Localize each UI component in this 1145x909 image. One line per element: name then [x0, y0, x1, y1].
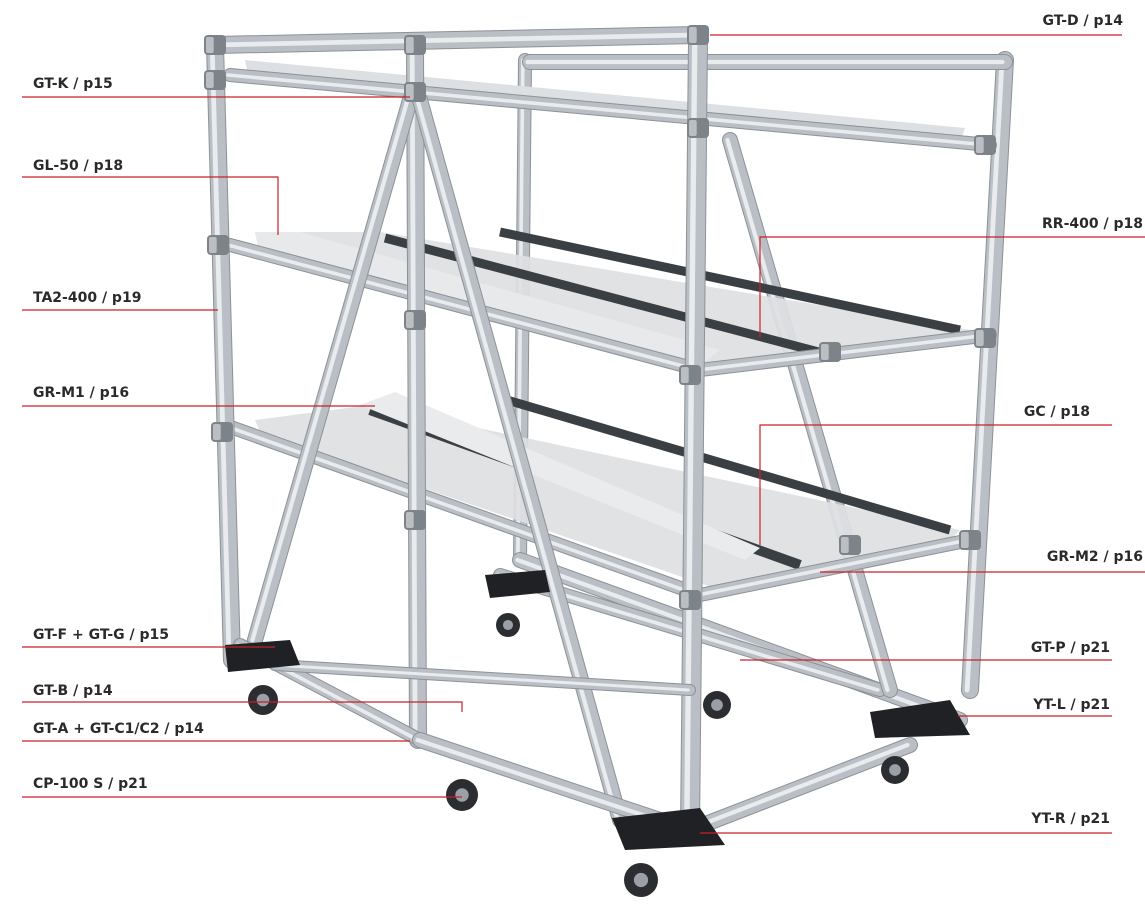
tube-joint-16-shine — [821, 344, 829, 360]
tube-joint-9-shine — [681, 367, 689, 383]
leader-line-gt-b — [22, 701, 463, 712]
tube-joint-2-shine — [406, 37, 414, 53]
tube-joint-13-shine — [976, 137, 984, 153]
caster-front-right-hub — [633, 872, 649, 888]
callout-label-gr-m1: GR-M1 / p16 — [33, 385, 130, 401]
callout-leader-lines — [22, 34, 1145, 834]
a-frame-right-leg — [413, 93, 627, 827]
foot-back-left — [485, 570, 550, 598]
tube-joint-6-shine — [689, 120, 697, 136]
tube-joint-17-shine — [841, 537, 849, 553]
callout-label-cp-100-s: CP-100 S / p21 — [33, 776, 148, 792]
middle-shelf-left-rail-highlight — [226, 243, 700, 372]
top-front-rail-highlight — [209, 32, 698, 48]
callout-label-gt-d: GT-D / p14 — [1042, 13, 1123, 29]
gl-50-guide-rail — [255, 232, 720, 365]
bottom-shelf-front-rail-highlight — [696, 538, 970, 597]
a-frame-right-leg-highlight — [415, 97, 620, 823]
center-left-post-highlight — [409, 42, 418, 743]
callout-label-gt-f-gt-g: GT-F + GT-G / p15 — [33, 627, 169, 643]
tube-joint-12-shine — [681, 592, 689, 608]
callout-label-gr-m2: GR-M2 / p16 — [1046, 549, 1143, 565]
leader-line-rr-400 — [759, 236, 1145, 338]
leader-line-gl-50 — [22, 176, 279, 235]
back-right-post — [962, 52, 1013, 698]
rack-feet-and-casters — [225, 570, 970, 897]
front-right-post — [681, 31, 707, 839]
middle-roller-track-2 — [499, 227, 961, 335]
center-left-post — [407, 37, 426, 748]
tube-joint-7-shine — [209, 237, 217, 253]
rack-front-frame — [206, 26, 918, 840]
tube-joint-5-shine — [406, 84, 414, 100]
back-diagonal-brace-highlight — [725, 137, 890, 693]
callout-label-gl-50: GL-50 / p18 — [33, 158, 124, 174]
tube-joint-10-shine — [213, 424, 221, 440]
tube-joint-4-shine — [206, 72, 214, 88]
back-diagonal-brace — [723, 133, 897, 697]
rack-shelves — [218, 60, 997, 602]
tube-joint-8-shine — [406, 312, 414, 328]
a-frame-left-leg — [248, 93, 417, 647]
foot-front-right — [612, 808, 725, 850]
tube-joint-3-shine — [689, 27, 697, 43]
callout-label-gc: GC / p18 — [1023, 404, 1090, 420]
caster-front-left-hub — [256, 693, 270, 707]
callout-label-ta2-400: TA2-400 / p19 — [33, 290, 142, 306]
middle-shelf-bed — [255, 232, 970, 375]
top-shelf-front-rail-highlight — [226, 73, 990, 147]
a-frame-left-leg-highlight — [250, 97, 410, 643]
middle-shelf-front-rail-highlight — [696, 333, 990, 372]
callout-label-rr-400: RR-400 / p18 — [1042, 216, 1143, 232]
tube-joint-1-shine — [206, 37, 214, 53]
base-right-rail-highlight — [685, 742, 910, 833]
callout-label-gt-k: GT-K / p15 — [33, 76, 113, 92]
callout-label-gt-p: GT-P / p21 — [1030, 640, 1110, 656]
back-right-post-highlight — [964, 57, 1005, 693]
foot-front-left — [225, 640, 300, 672]
callout-label-gt-a-gt-c1-c2: GT-A + GT-C1/C2 / p14 — [33, 721, 204, 737]
bottom-roller-track-2 — [498, 393, 952, 535]
leader-line-gc — [759, 424, 1112, 545]
tube-joint-14-shine — [976, 330, 984, 346]
tube-joint-15-shine — [961, 532, 969, 548]
callout-label-yt-l: YT-L / p21 — [1033, 697, 1110, 713]
callout-label-yt-r: YT-R / p21 — [1031, 811, 1110, 827]
rack-back-frame — [493, 51, 1014, 728]
caster-back-left-hub — [502, 619, 514, 631]
caster-mid-right-hub — [711, 699, 723, 711]
caster-center-hub — [455, 788, 469, 802]
foot-back-right — [870, 700, 970, 738]
front-right-post-highlight — [684, 37, 698, 833]
bottom-guide-channel — [360, 392, 760, 560]
base-mid-rail-highlight — [271, 663, 690, 692]
rack-joints — [204, 25, 996, 610]
callout-label-gt-b: GT-B / p14 — [33, 683, 113, 699]
front-left-post — [207, 37, 240, 668]
caster-back-right-hub — [889, 764, 901, 776]
tube-joint-11-shine — [406, 512, 414, 528]
front-left-post-highlight — [209, 42, 232, 663]
